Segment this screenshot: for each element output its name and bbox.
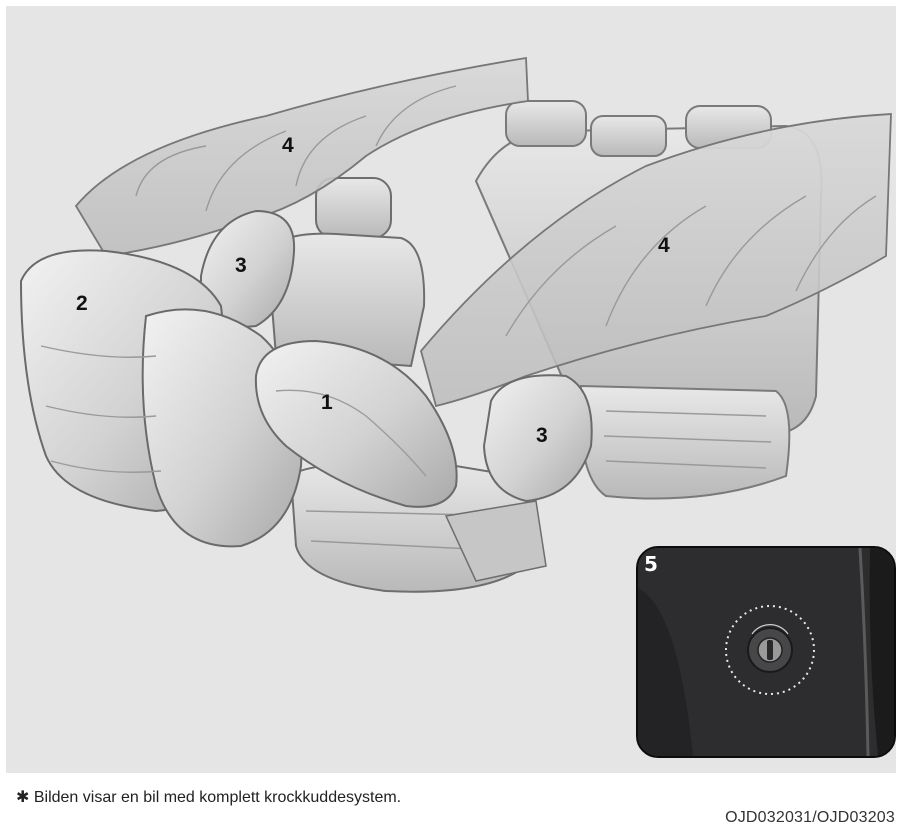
callout-5: 5 (644, 552, 658, 576)
caption: ✱ Bilden visar en bil med komplett krock… (16, 787, 401, 807)
curtain-airbag-left (76, 58, 528, 256)
figure-code: OJD032031/OJD03203 (725, 809, 895, 827)
callout-2: 2 (76, 292, 88, 316)
callout-4-right: 4 (658, 234, 670, 258)
inset-illustration (638, 548, 894, 756)
inset-airbag-switch: 5 (636, 546, 896, 758)
callout-3-right: 3 (536, 424, 548, 448)
callout-3-left: 3 (235, 254, 247, 278)
callout-4-left: 4 (282, 134, 294, 158)
callout-1: 1 (321, 391, 333, 415)
illustration-panel: 4 3 2 1 3 4 5 (6, 6, 896, 773)
